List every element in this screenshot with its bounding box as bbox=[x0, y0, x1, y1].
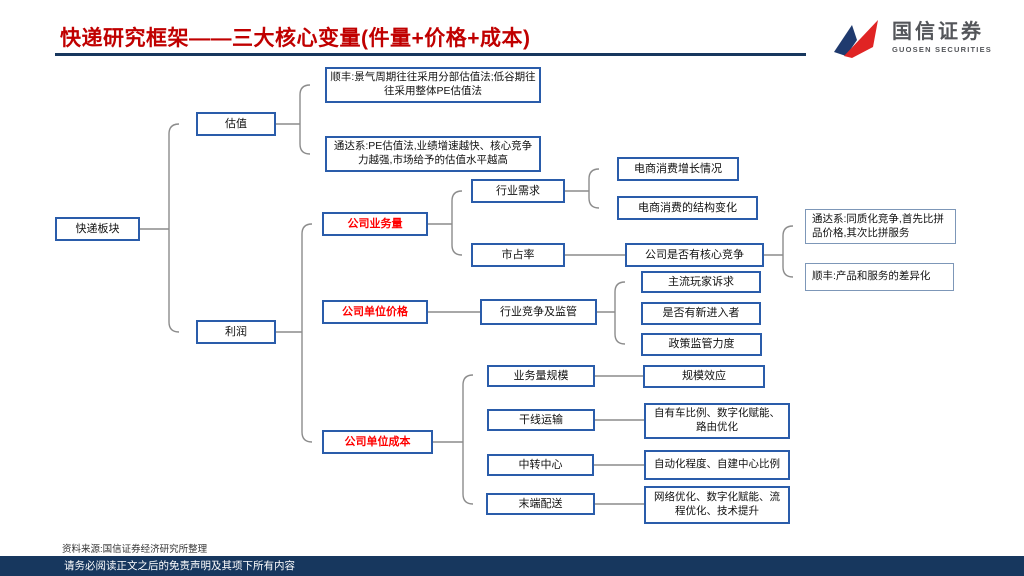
logo-name-cn: 国信证券 bbox=[892, 21, 984, 44]
node-industry-demand: 行业需求 bbox=[471, 179, 565, 203]
bracket-cost-children bbox=[462, 374, 474, 505]
node-core-competition: 公司是否有核心竞争 bbox=[625, 243, 764, 267]
node-root: 快递板块 bbox=[55, 217, 140, 241]
bracket-competition-children bbox=[782, 225, 794, 278]
node-tongda-competition: 通达系:同质化竞争,首先比拼品价格,其次比拼服务 bbox=[805, 209, 956, 244]
node-transit-center: 中转中心 bbox=[487, 454, 594, 476]
logo-red-shape bbox=[844, 20, 878, 58]
node-scale-effect: 规模效应 bbox=[643, 365, 765, 388]
node-profit: 利润 bbox=[196, 320, 276, 344]
bracket-root-children bbox=[168, 123, 180, 333]
node-automation: 自动化程度、自建中心比例 bbox=[644, 450, 790, 480]
node-main-players: 主流玩家诉求 bbox=[641, 271, 761, 293]
logo-name-en: GUOSEN SECURITIES bbox=[892, 45, 992, 55]
bracket-valuation-children bbox=[299, 84, 311, 155]
bracket-profit-children bbox=[301, 223, 313, 443]
node-new-entrants: 是否有新进入者 bbox=[641, 302, 761, 325]
node-industry-regulation: 行业竞争及监管 bbox=[480, 299, 597, 325]
node-own-vehicle: 自有车比例、数字化赋能、路由优化 bbox=[644, 403, 790, 439]
node-network-optimization: 网络优化、数字化赋能、流程优化、技术提升 bbox=[644, 486, 790, 524]
node-market-share: 市占率 bbox=[471, 243, 565, 267]
node-ecom-structure: 电商消费的结构变化 bbox=[617, 196, 758, 220]
disclaimer-bar: 请务必阅读正文之后的免责声明及其项下所有内容 bbox=[0, 556, 1024, 576]
node-ecom-growth: 电商消费增长情况 bbox=[617, 157, 739, 181]
node-company-volume: 公司业务量 bbox=[322, 212, 428, 236]
title-underline bbox=[55, 53, 806, 56]
logo-blue-shape bbox=[834, 25, 857, 56]
bracket-volume-children bbox=[451, 190, 463, 256]
node-policy-regulation: 政策监管力度 bbox=[641, 333, 762, 356]
node-sf-differentiation: 顺丰:产品和服务的差异化 bbox=[805, 263, 954, 291]
source-note: 资料来源:国信证券经济研究所整理 bbox=[62, 544, 208, 555]
node-unit-price: 公司单位价格 bbox=[322, 300, 428, 324]
bracket-demand-children bbox=[588, 168, 600, 209]
node-unit-cost: 公司单位成本 bbox=[322, 430, 433, 454]
node-last-mile: 末端配送 bbox=[486, 493, 595, 515]
node-tongda-valuation: 通达系:PE估值法,业绩增速越快、核心竞争力越强,市场给予的估值水平越高 bbox=[325, 136, 541, 172]
node-volume-scale: 业务量规模 bbox=[487, 365, 595, 387]
guosen-logo-icon bbox=[834, 20, 878, 58]
company-logo: 国信证券 GUOSEN SECURITIES bbox=[832, 16, 992, 60]
node-valuation: 估值 bbox=[196, 112, 276, 136]
page-title: 快递研究框架——三大核心变量(件量+价格+成本) bbox=[60, 27, 531, 50]
node-trunk-transport: 干线运输 bbox=[487, 409, 595, 431]
node-sf-valuation: 顺丰:景气周期往往采用分部估值法;低谷期往往采用整体PE估值法 bbox=[325, 67, 541, 103]
logo-text: 国信证券 GUOSEN SECURITIES bbox=[892, 21, 992, 54]
bracket-regulation-children bbox=[614, 281, 626, 345]
